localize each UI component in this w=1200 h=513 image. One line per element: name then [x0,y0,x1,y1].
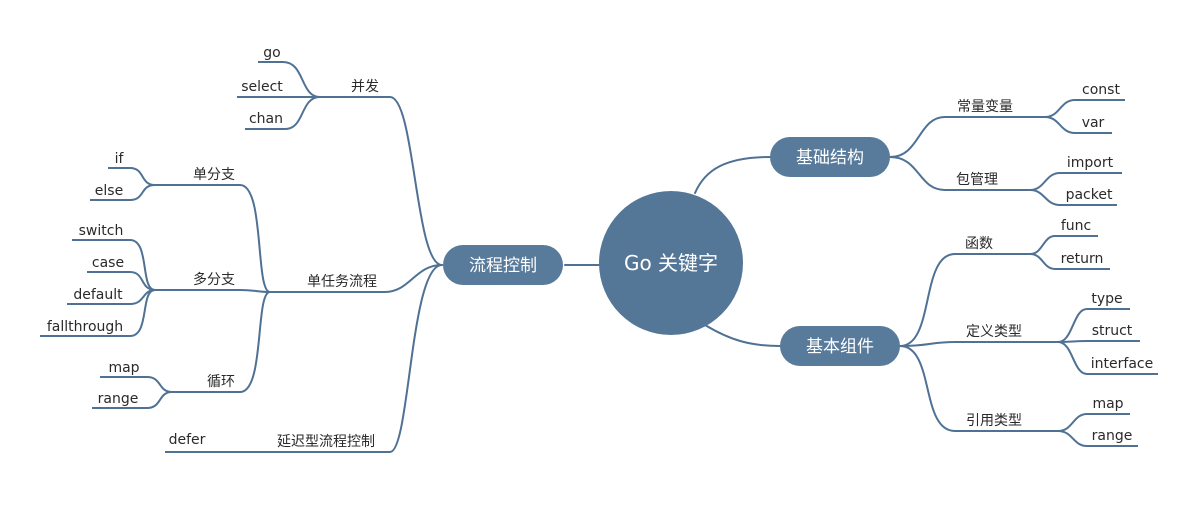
leaf-select[interactable]: select [241,79,283,95]
edge-flow-single-task [384,264,443,293]
edge-flow-defer [389,264,443,453]
node-flow-control[interactable] [443,245,563,285]
topic-package-management[interactable]: 包管理 [956,172,998,188]
leaf-return[interactable]: return [1061,251,1104,267]
topic-single-task-flow[interactable]: 单任务流程 [307,274,377,290]
root-node[interactable] [599,191,743,335]
node-basic-components[interactable] [780,326,900,366]
edge-root-basic-structure [694,156,771,194]
topic-const-var[interactable]: 常量变量 [957,99,1013,115]
leaf-range-loop[interactable]: range [98,391,139,407]
leaf-struct[interactable]: struct [1092,323,1133,339]
leaf-if[interactable]: if [115,151,125,167]
topic-define-type[interactable]: 定义类型 [966,324,1022,340]
leaf-map-ref[interactable]: map [1092,396,1123,412]
leaf-const[interactable]: const [1082,82,1120,98]
leaf-default[interactable]: default [73,287,123,303]
leaf-func[interactable]: func [1061,218,1091,234]
edge-flow-concurrency [389,96,443,266]
topic-single-branch[interactable]: 单分支 [193,167,235,183]
node-flow-control-label: 流程控制 [469,256,537,276]
topic-reference-type[interactable]: 引用类型 [966,413,1022,429]
leaf-import[interactable]: import [1067,155,1114,171]
leaf-type[interactable]: type [1091,291,1122,307]
edge-root-basic-components [704,324,781,347]
leaf-var[interactable]: var [1082,115,1105,131]
leaf-map-loop[interactable]: map [108,360,139,376]
node-basic-components-label: 基本组件 [806,337,874,357]
node-basic-structure[interactable] [770,137,890,177]
topic-deferred-flow[interactable]: 延迟型流程控制 [277,434,375,450]
leaf-range-ref[interactable]: range [1092,428,1133,444]
topic-function[interactable]: 函数 [965,236,993,252]
leaf-defer[interactable]: defer [169,432,206,448]
topic-multi-branch[interactable]: 多分支 [193,271,235,288]
leaf-go[interactable]: go [263,45,280,61]
leaf-packet[interactable]: packet [1066,187,1113,203]
leaf-switch[interactable]: switch [79,223,124,239]
leaf-case[interactable]: case [92,255,124,271]
leaf-interface[interactable]: interface [1091,356,1153,372]
leaf-fallthrough[interactable]: fallthrough [47,319,123,335]
node-basic-structure-label: 基础结构 [796,148,864,168]
leaf-else[interactable]: else [95,183,123,199]
root-label: Go 关键字 [624,251,718,275]
leaf-chan[interactable]: chan [249,111,283,127]
topic-loop[interactable]: 循环 [207,374,235,390]
topic-concurrency[interactable]: 并发 [351,79,379,95]
